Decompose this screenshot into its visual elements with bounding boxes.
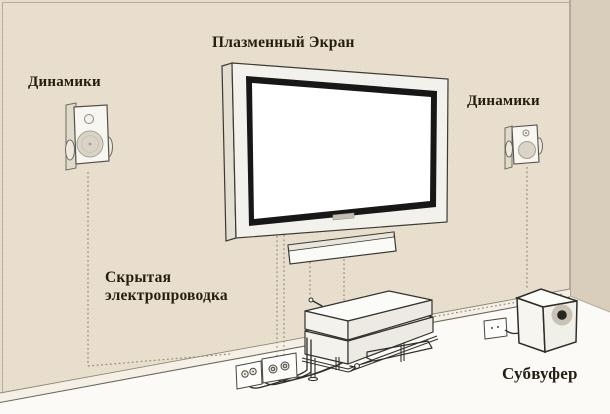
power-outlets [235,352,298,390]
tv-logo [332,212,355,221]
speaker-bracket-ear [505,140,513,158]
subwoofer-left-face [516,296,546,354]
outlet-plate [261,352,298,384]
cable-plug [308,297,314,303]
left-speaker [65,102,113,171]
speaker-bracket-ear [65,139,75,161]
outlet-plate [483,317,508,340]
soundbar [287,231,397,265]
hidden-wiring-label: Скрытая электропроводка [105,269,228,304]
subwoofer-outlet [483,317,520,340]
right-speaker [504,124,543,170]
right-speakers-label: Динамики [467,93,540,109]
subwoofer [514,288,578,354]
tweeter [84,114,94,124]
plasma-screen-label: Плазменный Экран [212,34,355,51]
tv-screen [252,83,431,219]
woofer-cone [518,141,536,159]
plasma-tv [221,62,449,242]
side-wall [569,0,610,313]
equipment-stand [301,335,439,382]
left-speakers-label: Динамики [28,74,101,90]
cable-connector [349,363,360,372]
subwoofer-label: Субвуфер [502,364,578,383]
av-equipment-stack [301,290,439,382]
outlet-plate [235,360,263,390]
floor [0,297,610,414]
